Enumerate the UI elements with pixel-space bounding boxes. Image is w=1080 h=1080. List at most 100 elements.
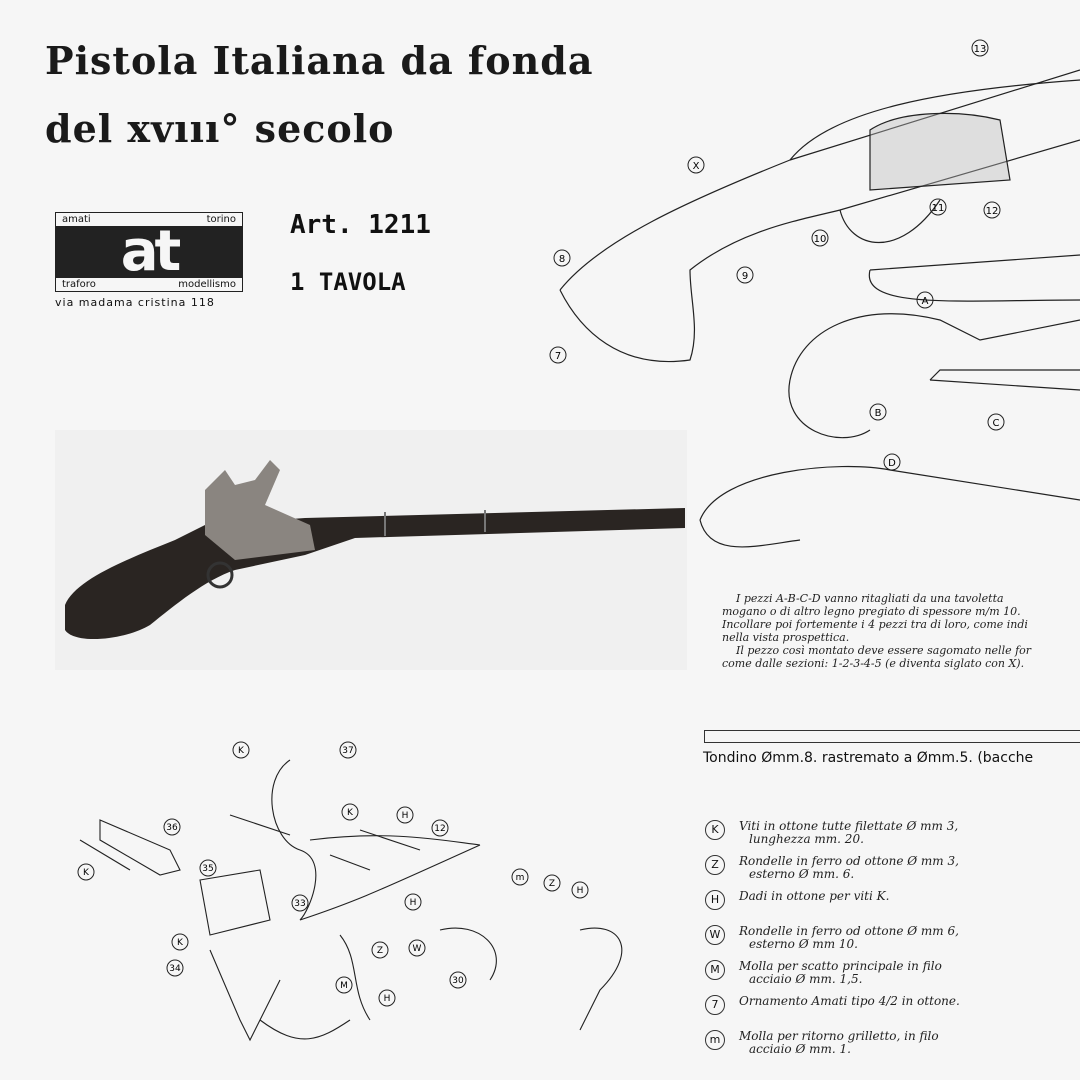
legend-line: Molla per scatto principale in filo (739, 959, 942, 973)
part-label: 37 (342, 746, 353, 756)
label-10: 10 (814, 234, 827, 245)
instruction-line: I pezzi A-B-C-D vanno ritagliati da una … (736, 592, 1004, 605)
legend-line: Rondelle in ferro od ottone Ø mm 3, (739, 854, 959, 868)
legend-text: Rondelle in ferro od ottone Ø mm 3,ester… (739, 855, 959, 881)
legend-line: acciaio Ø mm. 1,5. (749, 972, 863, 986)
part-label: K (83, 868, 90, 878)
legend-symbol: K (705, 820, 725, 840)
part-label: 30 (452, 976, 464, 986)
instruction-line: Il pezzo così montato deve essere sagoma… (736, 644, 1032, 657)
legend-item: K Viti in ottone tutte filettate Ø mm 3,l… (705, 820, 958, 846)
part-label-circle (511, 868, 529, 886)
part-label: Z (549, 879, 555, 889)
title-line-2: del xvııı° secolo (45, 106, 395, 151)
label-11: 11 (932, 203, 945, 214)
part-label-circle (339, 741, 357, 759)
legend-symbol: 7 (705, 995, 725, 1015)
part-label-circle (77, 863, 95, 881)
title-line-1: Pistola Italiana da fonda (45, 38, 594, 83)
instruction-line: mogano o di altro legno pregiato di spes… (722, 605, 1021, 618)
legend-symbol: W (705, 925, 725, 945)
instruction-line: come dalle sezioni: 1-2-3-4-5 (e diventa… (722, 657, 1025, 670)
legend-symbol: m (705, 1030, 725, 1050)
part-label: K (177, 938, 184, 948)
pistol-photo (55, 430, 687, 670)
part-label-circle (171, 933, 189, 951)
part-label: m (516, 873, 525, 883)
legend-symbol: H (705, 890, 725, 910)
label-8: 8 (559, 254, 565, 265)
part-label-circle (232, 741, 250, 759)
part-label-circle (396, 806, 414, 824)
part-label-circle (166, 959, 184, 977)
part-label: K (347, 808, 354, 818)
part-label-circle (543, 874, 561, 892)
legend-line: esterno Ø mm 10. (749, 937, 858, 951)
legend-item: 7 Ornamento Amati tipo 4/2 in ottone. (705, 995, 960, 1015)
part-label-circle (371, 941, 389, 959)
logo-traforo: traforo (62, 279, 96, 290)
sheet-count: 1 TAVOLA (290, 268, 406, 296)
part-label: 33 (294, 899, 305, 909)
part-label-circle (431, 819, 449, 837)
legend-line: acciaio Ø mm. 1. (749, 1042, 851, 1056)
logo-address: via madama cristina 118 (55, 296, 215, 309)
legend-line: Molla per ritorno grilletto, in filo (739, 1029, 939, 1043)
label-b: B (875, 408, 882, 419)
part-label: 34 (169, 964, 181, 974)
logo-torino: torino (206, 214, 236, 225)
legend-line: Ornamento Amati tipo 4/2 in ottone. (739, 994, 960, 1008)
stock-drawing: X 8 9 10 11 12 13 7 A B C D (549, 39, 1080, 548)
part-label-circle (404, 893, 422, 911)
rod-drawing (704, 730, 1080, 743)
legend-text: Viti in ottone tutte filettate Ø mm 3,lu… (739, 820, 958, 846)
legend-line: Viti in ottone tutte filettate Ø mm 3, (739, 819, 959, 833)
logo-amati: amati (62, 214, 91, 225)
label-13: 13 (974, 44, 987, 55)
part-label: M (340, 981, 348, 991)
part-label-circle (291, 894, 309, 912)
legend-item: W Rondelle in ferro od ottone Ø mm 6,este… (705, 925, 959, 951)
legend-text: Dadi in ottone per viti K. (739, 890, 889, 903)
part-label: H (410, 898, 417, 908)
part-label: W (413, 944, 422, 954)
legend-line: esterno Ø mm. 6. (749, 867, 855, 881)
label-c: C (993, 418, 1000, 429)
part-label-circle (341, 803, 359, 821)
legend-text: Rondelle in ferro od ottone Ø mm 6,ester… (739, 925, 959, 951)
part-label: 35 (202, 864, 213, 874)
legend-line: Dadi in ottone per viti K. (739, 889, 890, 903)
label-7: 7 (555, 351, 561, 362)
part-label: 36 (166, 823, 178, 833)
label-x: X (693, 161, 700, 172)
legend-item: Z Rondelle in ferro od ottone Ø mm 3,este… (705, 855, 959, 881)
logo-modellismo: modellismo (178, 279, 236, 290)
logo-mark: at (55, 224, 243, 280)
legend-text: Ornamento Amati tipo 4/2 in ottone. (739, 995, 960, 1008)
part-label-circle (408, 939, 426, 957)
part-label-circle (163, 818, 181, 836)
part-label-circle (449, 971, 467, 989)
amati-logo: amati torino at traforo modellismo via mad… (55, 212, 243, 309)
part-label: K (238, 746, 245, 756)
instructions-text: I pezzi A-B-C-D vanno ritagliati da una … (722, 592, 1031, 670)
label-d: D (888, 458, 896, 469)
part-label: 12 (434, 824, 445, 834)
part-label-circle (571, 881, 589, 899)
legend-symbol: Z (705, 855, 725, 875)
part-label-circle (199, 859, 217, 877)
rod-caption: Tondino Ømm.8. rastremato a Ømm.5. (bacc… (703, 750, 1034, 766)
instruction-line: nella vista prospettica. (722, 631, 850, 644)
instruction-line: Incollare poi fortemente i 4 pezzi tra d… (722, 618, 1028, 631)
legend-item: H Dadi in ottone per viti K. (705, 890, 889, 910)
part-label: H (577, 886, 584, 896)
legend-line: Rondelle in ferro od ottone Ø mm 6, (739, 924, 959, 938)
part-label: Z (377, 946, 383, 956)
part-label: H (402, 811, 409, 821)
label-12: 12 (986, 206, 999, 217)
article-number: Art. 1211 (290, 210, 431, 240)
legend-line: lunghezza mm. 20. (749, 832, 864, 846)
